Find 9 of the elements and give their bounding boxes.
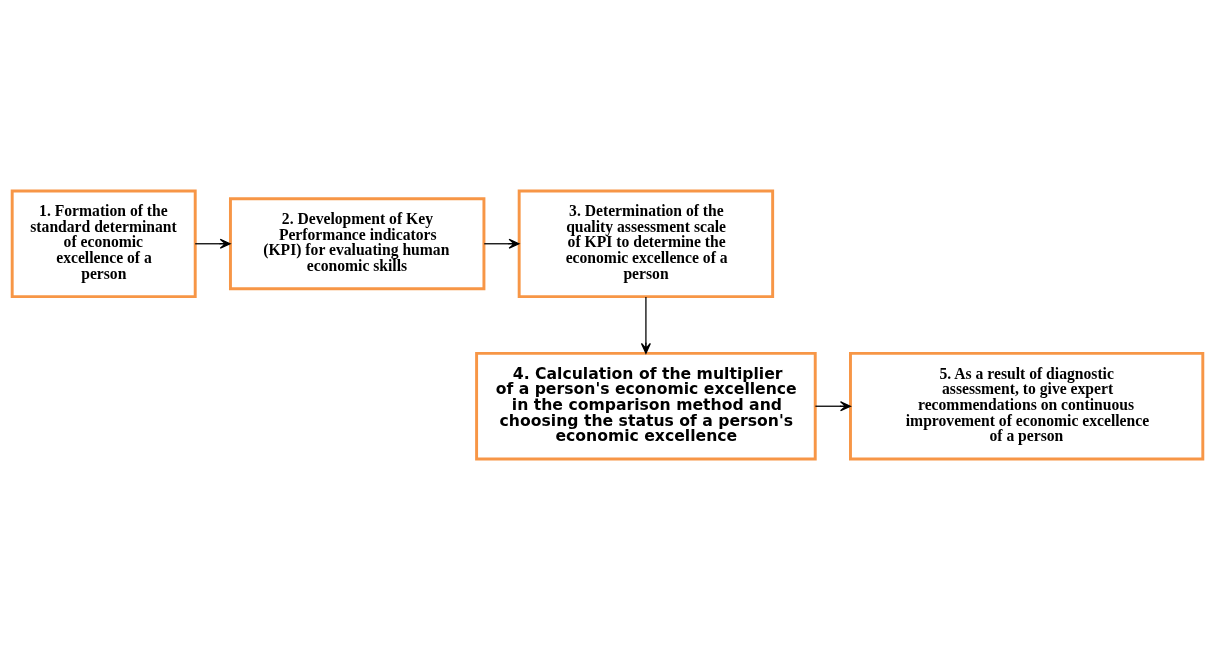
arrow [640,296,651,354]
arrow [483,238,520,249]
node-box: 4. Calculation of the multiplier of a person's economic excellence in the comparison method and choosing the status of a person's economic excellence [475,351,817,461]
arrow [814,401,851,412]
node-box: 2. Development of Key Performance indicators (KPI) for evaluating human economic skills [229,197,486,291]
node-box: 3. Determination of the quality assessment scale of KPI to determine the economic excellence of a person [517,189,775,299]
node-box: 1. Formation of the standard determinant of economic excellence of a person [10,189,197,299]
arrow [194,238,231,249]
node-box: 5. As a result of diagnostic assessment, to give expert recommendations on continuous improvement of economic excellence of a person [849,351,1205,461]
